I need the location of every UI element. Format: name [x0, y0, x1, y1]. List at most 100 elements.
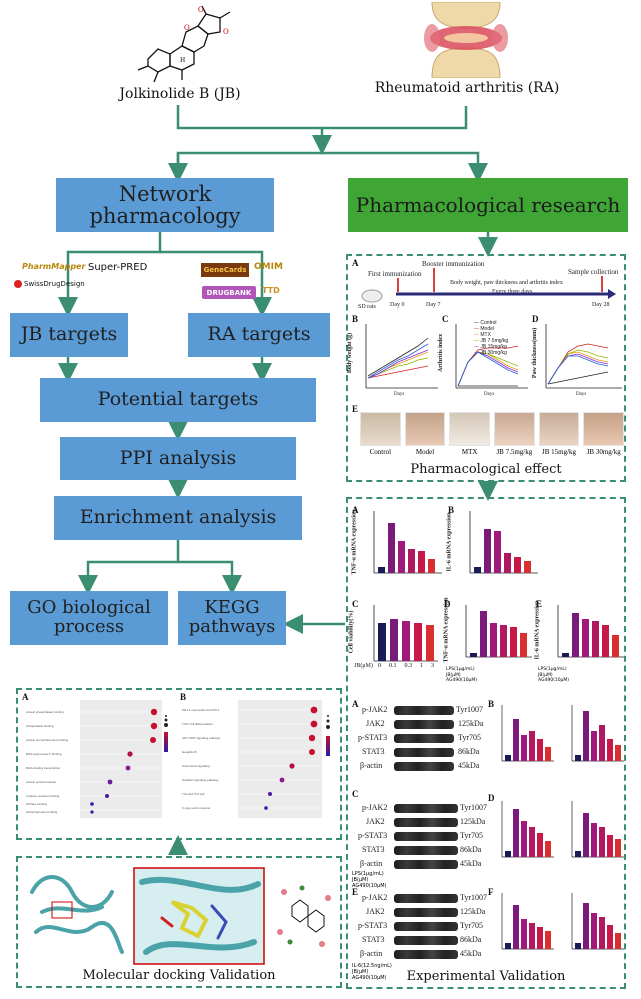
go-bubble-plot: A protein phosphatase binding phosphatas… [22, 692, 178, 836]
bar-chart-il6-lps: E IL-6 mRNA expression LPS(1μg/mL)JB(μM)… [534, 599, 626, 691]
svg-text:protein phosphatase binding: protein phosphatase binding [26, 710, 64, 714]
paw-photo [449, 412, 491, 446]
bar-chart-tnf-lps: D TNF-α mRNA expression LPS(1μg/mL)JB(μM… [443, 598, 534, 691]
blot-band [394, 720, 454, 729]
chart-paw-thickness: D Paw thickness(mm) Days [532, 314, 624, 402]
paw-photo [404, 412, 446, 446]
jb-targets-box: JB targets [10, 313, 128, 357]
svg-text:O: O [184, 24, 190, 32]
paw-photo [360, 412, 401, 446]
legend-item: — MTX [474, 332, 491, 338]
blot-band [394, 832, 458, 841]
pharmacological-effect-label: Pharmacological effect [410, 462, 562, 477]
protein-structure-illustration [30, 867, 331, 965]
legend-item: — JB 30mg/kg [474, 350, 507, 356]
potential-targets-label: Potential targets [97, 388, 259, 411]
blot-band [394, 818, 458, 827]
blot-quant-bars [501, 705, 624, 762]
network-pharmacology-box: Network pharmacology [56, 178, 274, 232]
go-process-label: GO biological process [27, 597, 151, 637]
paw-photo [583, 412, 625, 446]
pharmacological-research-label: Pharmacological research [355, 193, 621, 217]
pharmacological-effect-panel: A First immunization Booster immunizatio… [346, 254, 626, 482]
paw-photo-row [360, 412, 625, 446]
timeline-arrow [361, 268, 616, 303]
blot-band [394, 804, 458, 813]
svg-text:JAK-STAT signaling pathway: JAK-STAT signaling pathway [182, 736, 221, 740]
disease-label: Rheumatoid arthritis (RA) [374, 80, 560, 96]
treatment-table: LPS(1μg/mL)JB(μM)AG490(10μM) [538, 667, 570, 683]
chart-body-weight: B Body weight (g) Days [347, 314, 440, 402]
ra-targets-box: RA targets [188, 313, 330, 357]
experimental-validation-panel: A TNF-α mRNA expression B IL-6 mRNA expr… [346, 497, 626, 989]
timeline: A First immunization Booster immunizatio… [352, 258, 622, 316]
svg-text:DNA-binding transcription: DNA-binding transcription [26, 766, 61, 770]
paw-photo [494, 412, 535, 446]
kegg-bubble-svg: PD-L1 expression and PD-1 Th17 cell diff… [182, 700, 330, 818]
blot-band [394, 950, 458, 959]
legend-item: — JB 15mg/kg [474, 344, 507, 350]
experimental-validation-label: Experimental Validation [406, 969, 566, 984]
svg-text:Chemokine signaling: Chemokine signaling [182, 764, 210, 768]
svg-text:O: O [223, 28, 229, 36]
blot-band [394, 734, 454, 743]
svg-text:protein serine/threonine bindi: protein serine/threonine binding [26, 738, 68, 742]
legend-item: — Model [474, 326, 495, 332]
svg-text:O: O [198, 6, 204, 14]
svg-text:phosphatase binding: phosphatase binding [26, 724, 54, 728]
enrichment-analysis-label: Enrichment analysis [79, 506, 277, 529]
blot-band [394, 922, 458, 931]
swissdrugdesign-logo: SwissDrugDesign [14, 280, 85, 288]
svg-text:Th1 and Th2 cell: Th1 and Th2 cell [182, 792, 205, 796]
chart-legend: — Control — Model — MTX — JB 7.5mg/kg — … [474, 320, 508, 356]
potential-targets-box: Potential targets [40, 378, 316, 422]
paw-photo [538, 412, 580, 446]
genecards-logo: GeneCards [201, 263, 249, 277]
docking-label: Molecular docking Validation [82, 968, 276, 983]
treatment-table: LPS(1μg/mL)JB(μM)AG490(10μM) [352, 871, 387, 889]
svg-text:Hepatitis B: Hepatitis B [182, 750, 197, 754]
bar-chart-tnf: A TNF-α mRNA expression [351, 505, 444, 591]
swiss-icon [14, 280, 22, 288]
blot-band [394, 846, 458, 855]
svg-text:Prolactin signaling pathway: Prolactin signaling pathway [182, 778, 219, 782]
blot-band [394, 860, 458, 869]
superpred-logo: Super-PRED [88, 262, 148, 273]
ppi-analysis-box: PPI analysis [60, 437, 296, 480]
svg-text:Th17 cell differentiation: Th17 cell differentiation [182, 722, 213, 726]
legend-item: — Control [474, 320, 497, 326]
chart-arthritis-index: C Arthritis index Days [438, 314, 530, 402]
pharmmapper-logo: PharmMapper [22, 262, 86, 271]
bar-chart-il6: B IL-6 mRNA expression [446, 505, 540, 591]
kegg-pathways-box: KEGG pathways [178, 591, 286, 645]
ppi-analysis-label: PPI analysis [119, 446, 237, 469]
docking-panel: Molecular docking Validation [16, 856, 342, 988]
enrichment-plots-panel: A protein phosphatase binding phosphatas… [16, 688, 342, 840]
western-blot-block-3: E p-JAK2 JAK2 p-STAT3 STAT3 β-actin Tyr1… [352, 887, 628, 967]
blot-band [394, 908, 458, 917]
svg-text:C-type lectin receptor: C-type lectin receptor [182, 806, 211, 810]
treatment-table: LPS(1μg/mL)JB(μM)AG490(10μM) [446, 667, 478, 683]
ttd-logo: TTD [262, 286, 280, 295]
blot-band [394, 936, 458, 945]
svg-text:H: H [180, 57, 185, 64]
compound-label: Jolkinolide B (JB) [119, 86, 241, 102]
svg-text:ATPase binding: ATPase binding [26, 802, 47, 806]
legend-item: — JB 7.5mg/kg [474, 338, 509, 344]
western-blot-block-2: C p-JAK2 JAK2 p-STAT3 STAT3 β-actin Tyr1… [352, 789, 628, 889]
kegg-pathways-label: KEGG pathways [188, 597, 276, 637]
blot-band [394, 706, 454, 715]
jb-targets-label: JB targets [20, 323, 118, 346]
drugbank-logo: DRUGBANK [202, 286, 256, 299]
blot-band [394, 894, 458, 903]
treatment-table-il6: IL-6(12.5ng/mL)JB(μM)AG490(10μM) [352, 963, 392, 981]
svg-text:protein tyrosine kinase: protein tyrosine kinase [26, 780, 56, 784]
svg-text:PD-L1 expression and PD-1: PD-L1 expression and PD-1 [182, 708, 220, 712]
svg-text:phosphoprotein binding: phosphoprotein binding [26, 810, 58, 814]
ra-targets-label: RA targets [207, 323, 311, 346]
paw-photo-labels: Control Model MTX JB 7.5mg/kg JB 15mg/kg… [369, 448, 621, 456]
svg-text:RNA polymerase II binding: RNA polymerase II binding [26, 752, 62, 756]
